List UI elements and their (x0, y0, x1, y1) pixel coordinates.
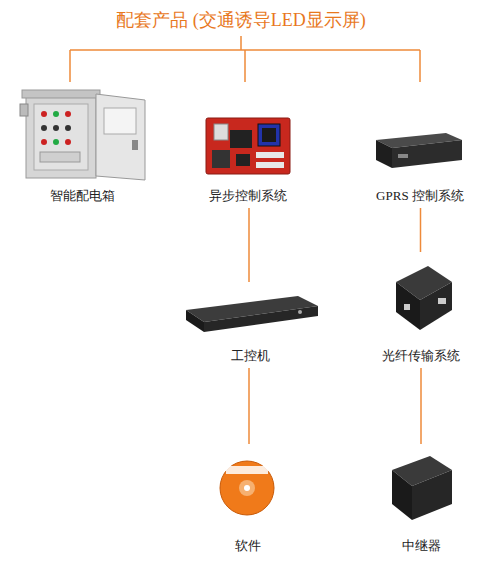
connector-line (420, 208, 422, 252)
cabinet-image (20, 90, 145, 180)
industrial-pc-image (186, 296, 318, 332)
product-node: 异步控制系统 (192, 86, 304, 204)
product-caption: 光纤传输系统 (360, 348, 482, 364)
product-node: GPRS 控制系统 (368, 86, 472, 204)
product-node: 软件 (206, 448, 290, 554)
product-node: 工控机 (182, 286, 318, 364)
product-node: 光纤传输系统 (380, 256, 462, 364)
product-caption: 中继器 (360, 538, 482, 554)
product-caption: 软件 (186, 538, 310, 554)
control-card-image (206, 118, 290, 174)
product-caption: 异步控制系统 (172, 188, 324, 204)
product-node: 中继器 (380, 448, 462, 554)
product-caption: 智能配电箱 (0, 188, 170, 204)
product-caption: 工控机 (162, 348, 338, 364)
software-disc-image (220, 461, 274, 515)
fiber-box-image (396, 266, 452, 330)
title: 配套产品 (交通诱导LED显示屏) (0, 8, 482, 32)
product-caption: GPRS 控制系统 (348, 188, 482, 204)
repeater-image (392, 456, 452, 520)
connector-line (420, 368, 422, 444)
gprs-box-image (376, 133, 462, 168)
title-bracket (70, 36, 420, 82)
product-node: 智能配电箱 (15, 86, 150, 204)
connector-line (248, 208, 250, 282)
connector-line (248, 368, 250, 444)
